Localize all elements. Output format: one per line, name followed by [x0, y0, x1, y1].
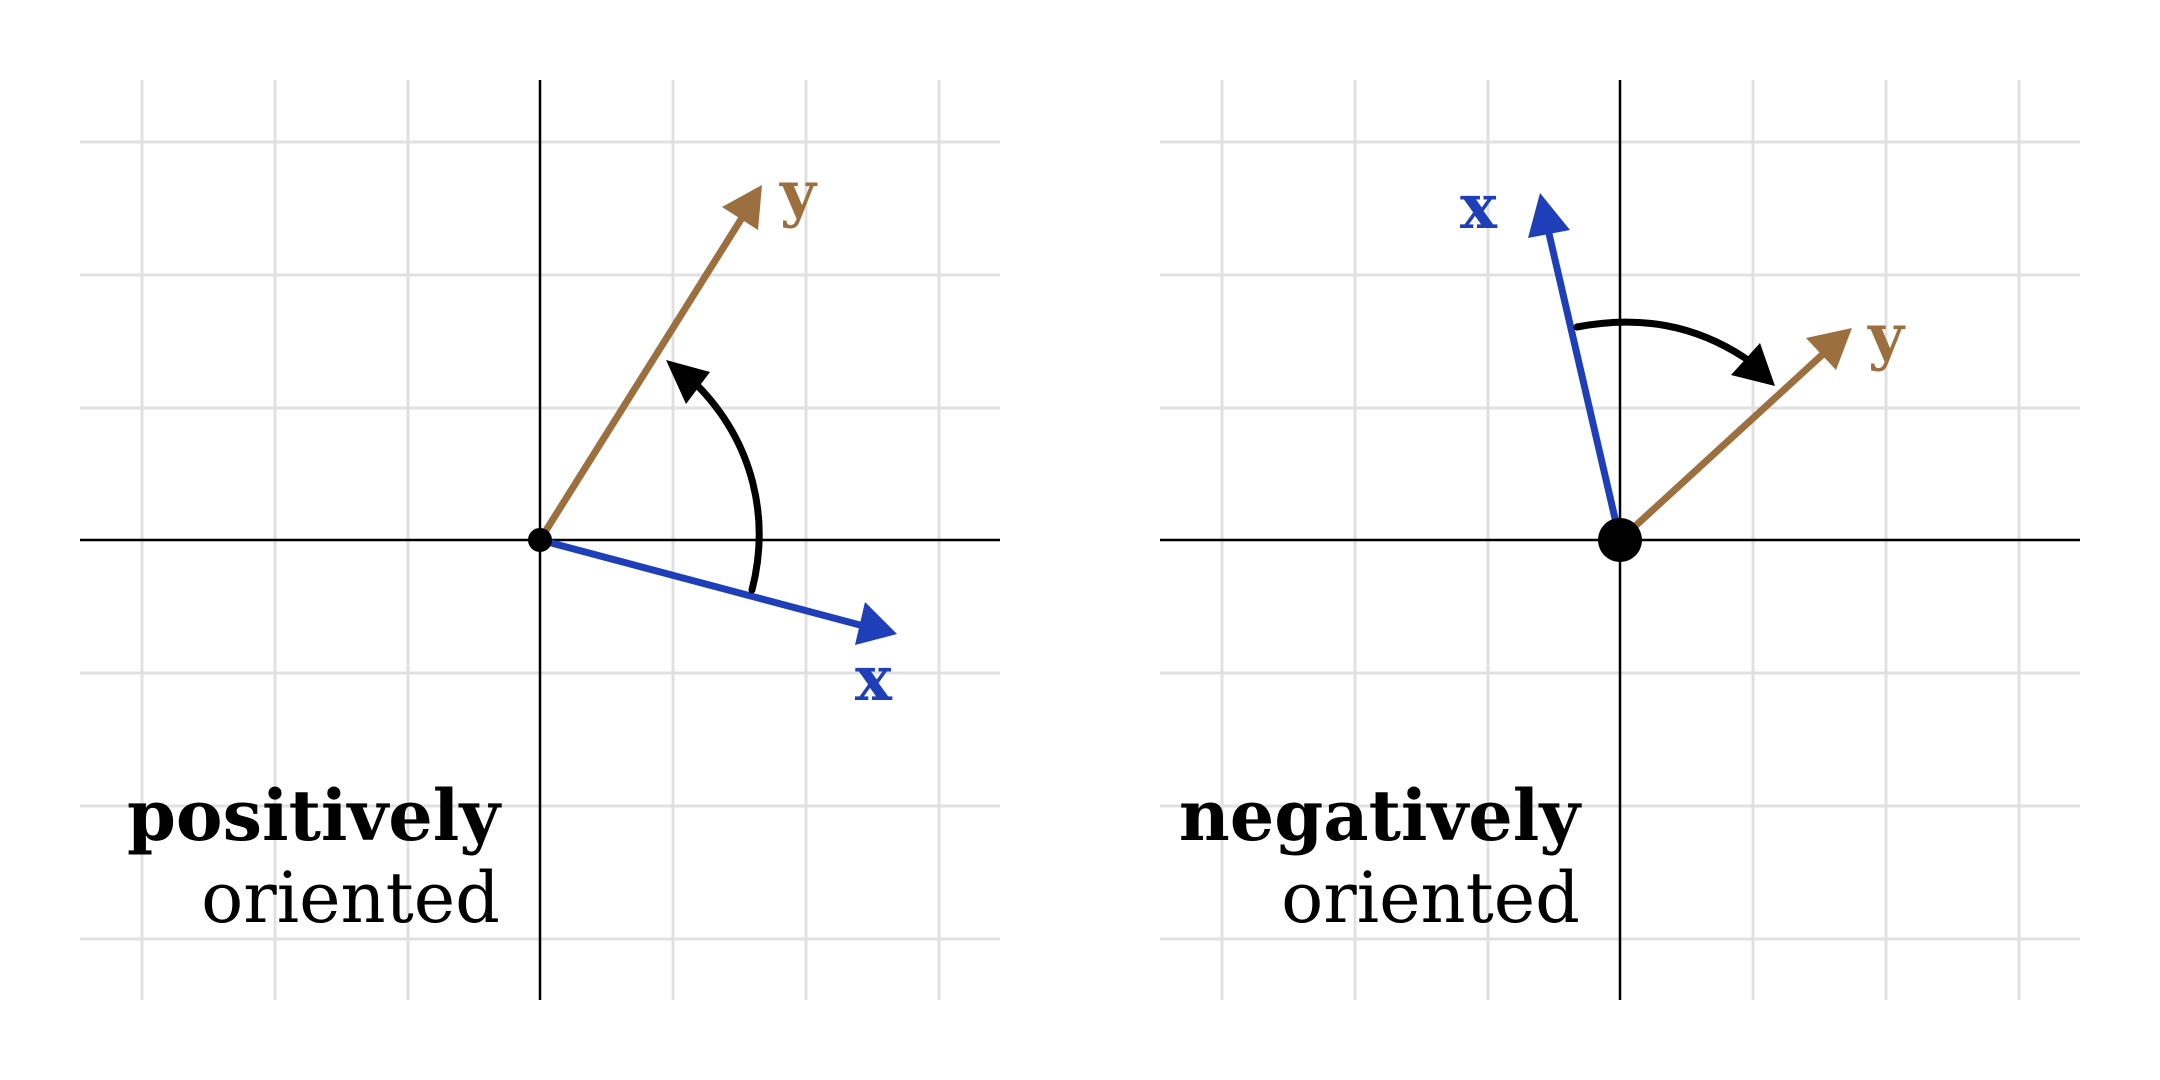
left-caption-bold: positively	[127, 774, 502, 857]
left-origin-dot	[528, 528, 552, 552]
left-x-vector	[536, 536, 864, 629]
left-rotation-arc	[691, 379, 763, 594]
right-x-vector	[1543, 221, 1624, 544]
right-y-arrowhead	[1806, 328, 1852, 370]
right-y-vector	[1616, 351, 1826, 544]
right-caption-normal: oriented	[1281, 857, 1580, 939]
right-x-arrowhead	[1528, 193, 1570, 238]
left-y-vector	[536, 209, 749, 544]
left-panel: y x positively oriented	[80, 80, 1000, 1000]
right-origin-dot	[1598, 518, 1642, 562]
right-panel: x y negatively oriented	[1160, 80, 2080, 1000]
left-y-label: y	[779, 157, 818, 230]
left-caption-normal: oriented	[201, 857, 500, 939]
right-x-label: x	[1460, 170, 1498, 243]
right-caption-bold: negatively	[1179, 774, 1582, 857]
right-rotation-arc	[1573, 318, 1749, 362]
left-x-label: x	[855, 642, 893, 715]
left-x-arrowhead	[855, 602, 897, 645]
left-rotation-arrowhead	[666, 360, 710, 404]
right-rotation-arrowhead	[1731, 343, 1775, 386]
left-y-arrowhead	[722, 185, 762, 230]
right-y-label: y	[1867, 300, 1906, 373]
